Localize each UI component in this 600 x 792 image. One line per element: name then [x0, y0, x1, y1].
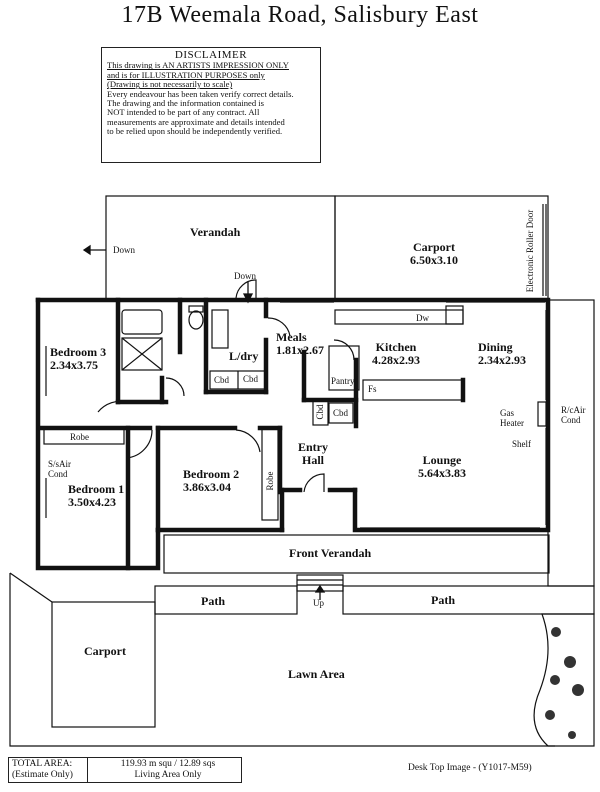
label-line: Gas [500, 408, 514, 418]
disclaimer-line: (Drawing is not necessarily to scale) [107, 79, 233, 90]
disclaimer-line: The drawing and the information containe… [107, 98, 265, 109]
fridge-space-label: Fs [368, 384, 377, 394]
rc-air-cond-label: R/cAir Cond [561, 405, 586, 425]
path-left-outline [154, 585, 298, 615]
carport-bottom-outline [51, 601, 156, 728]
disclaimer-box: DISCLAIMER This drawing is AN ARTISTS IM… [101, 47, 321, 163]
carport-bottom-label: Carport [84, 644, 126, 658]
room-dim: 3.50x4.23 [68, 495, 116, 509]
outer-wall [35, 297, 551, 533]
page-title: 17B Weemala Road, Salisbury East [121, 2, 479, 28]
label-line: TOTAL AREA: [12, 759, 73, 769]
room-dim: 6.50x3.10 [410, 253, 458, 267]
label-line: Living Area Only [134, 770, 202, 780]
meals-label: Meals 1.81x2.67 [276, 331, 324, 357]
disclaimer-line: to be relied upon should be independentl… [107, 126, 283, 137]
divider [87, 758, 88, 782]
label-line: Cond [48, 469, 68, 479]
disclaimer-line: measurements are approximate and details… [107, 116, 285, 127]
room-dim: 2.34x2.93 [478, 353, 526, 367]
cupboard-label: Cbd [214, 375, 230, 385]
lounge-label: Lounge 5.64x3.83 [418, 454, 466, 480]
disclaimer-line: Every endeavour has been taken verify co… [107, 88, 294, 99]
room-name: Kitchen [375, 340, 417, 354]
cupboard-label: Cbd [333, 408, 349, 418]
lawn-boundary [9, 573, 555, 747]
room-dim: 1.81x2.67 [276, 343, 324, 357]
disclaimer-line: and is for ILLUSTRATION PURPOSES only [107, 69, 265, 80]
arrow-left-icon [82, 244, 91, 256]
cupboard-label: Cbd [315, 404, 325, 420]
verandah-label: Verandah [190, 225, 241, 239]
garden-bed [533, 613, 595, 747]
path-left-label: Path [201, 594, 225, 608]
room-dim: 5.64x3.83 [418, 466, 466, 480]
total-area-label: TOTAL AREA: (Estimate Only) [12, 759, 73, 781]
plant-icons [545, 627, 584, 739]
front-verandah-label: Front Verandah [289, 546, 372, 560]
disclaimer-line: This drawing is AN ARTISTS IMPRESSION ON… [107, 60, 289, 71]
laundry-label: L/dry [229, 349, 259, 363]
roller-door-label: Electronic Roller Door [525, 209, 535, 293]
label-line: Cond [561, 415, 581, 425]
verandah-outline [105, 195, 336, 301]
lawn-area-label: Lawn Area [288, 667, 345, 681]
room-name: Bedroom 2 [183, 467, 240, 481]
room-name: Meals [276, 330, 307, 344]
room-name: Dining [478, 340, 513, 354]
room-dim: 3.86x3.04 [183, 480, 231, 494]
gas-heater-label: Gas Heater [500, 408, 524, 428]
label-line: S/sAir [48, 459, 72, 469]
label-line: R/cAir [561, 405, 586, 415]
kitchen-label: Kitchen 4.28x2.93 [372, 341, 420, 367]
label-line: 119.93 m squ / 12.89 sqs [120, 759, 216, 769]
robe-label: Robe [70, 432, 89, 442]
outer-wall-left [35, 297, 161, 571]
side-strip [547, 299, 595, 587]
cupboard-label: Cbd [243, 374, 259, 384]
image-reference: Desk Top Image - (Y1017-M59) [408, 763, 532, 773]
dining-label: Dining 2.34x2.93 [478, 341, 526, 367]
room-name: Bedroom 3 [50, 345, 107, 359]
down-label: Down [113, 245, 135, 255]
disclaimer-heading: DISCLAIMER [174, 49, 248, 61]
up-label: Up [313, 598, 324, 608]
arrow-down-icon [242, 293, 254, 304]
arrow-up-icon [314, 584, 326, 593]
disclaimer-line: NOT intended to be part of any contract.… [107, 107, 260, 118]
shelf-label: Shelf [512, 439, 531, 449]
entry-hall-label: Entry Hall [298, 441, 328, 467]
robe-label: Robe [265, 471, 275, 491]
path-right-label: Path [431, 593, 455, 607]
room-dim: 2.34x3.75 [50, 358, 98, 372]
carport-top-label: Carport 6.50x3.10 [410, 241, 458, 267]
bedroom3-label: Bedroom 3 2.34x3.75 [50, 346, 106, 372]
room-dim: 4.28x2.93 [372, 353, 420, 367]
label-line: Heater [500, 418, 524, 428]
room-name: Carport [413, 240, 455, 254]
front-verandah-outline [163, 534, 550, 574]
room-name: Bedroom 1 [68, 482, 125, 496]
room-name: Hall [301, 453, 324, 467]
total-area-box: TOTAL AREA: (Estimate Only) 119.93 m squ… [8, 757, 242, 783]
room-name: Lounge [422, 453, 462, 467]
total-area-value: 119.93 m squ / 12.89 sqs Living Area Onl… [95, 759, 241, 781]
ss-air-cond-label: S/sAir Cond [48, 459, 71, 479]
bedroom1-label: Bedroom 1 3.50x4.23 [68, 483, 124, 509]
pantry-label: Pantry [331, 376, 355, 386]
label-line: (Estimate Only) [12, 770, 73, 780]
path-right-outline [342, 585, 595, 615]
room-name: Entry [298, 440, 328, 454]
bedroom2-label: Bedroom 2 3.86x3.04 [183, 468, 239, 494]
dishwasher-label: Dw [416, 313, 429, 323]
down-label: Down [234, 271, 256, 281]
